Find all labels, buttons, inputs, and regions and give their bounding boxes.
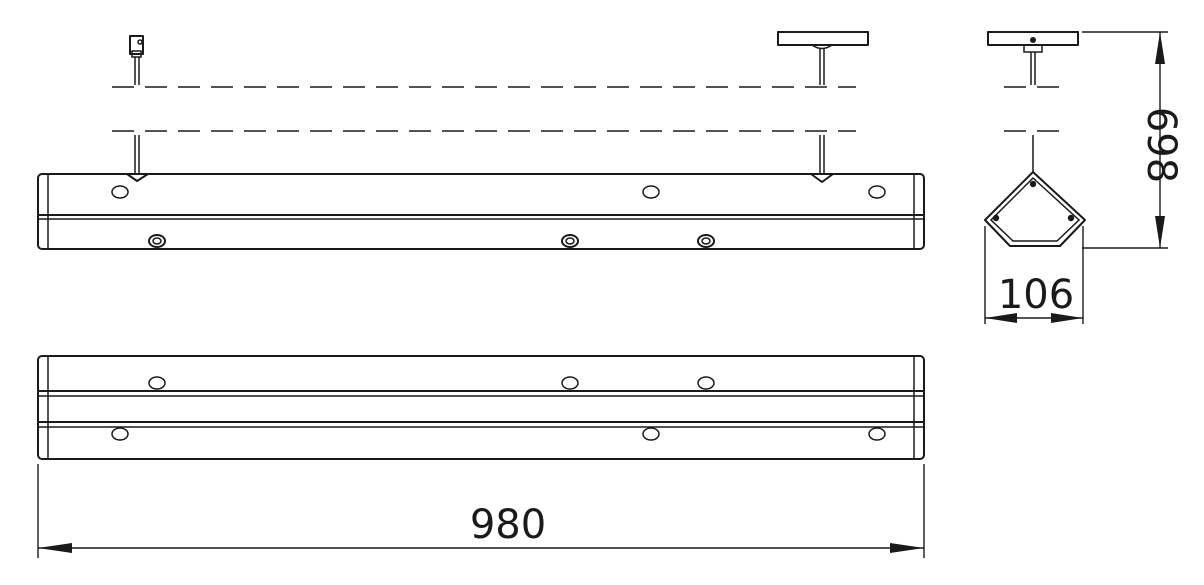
width-dimension: 106 xyxy=(984,226,1084,324)
side-view: 106 698 xyxy=(984,31,1184,324)
ceiling-canopy xyxy=(777,31,869,183)
width-label: 106 xyxy=(998,272,1074,318)
bottom-view xyxy=(37,355,925,460)
left-suspension-wire xyxy=(126,57,149,182)
profile-section xyxy=(984,171,1086,247)
height-label: 698 xyxy=(1138,107,1184,183)
side-canopy xyxy=(987,31,1079,46)
front-view xyxy=(37,31,925,250)
luminaire-body-front xyxy=(37,173,925,250)
length-dimension: 980 xyxy=(37,464,925,558)
length-label: 980 xyxy=(470,502,546,548)
left-cord-grip xyxy=(129,35,144,58)
height-dimension: 698 xyxy=(1082,31,1184,249)
